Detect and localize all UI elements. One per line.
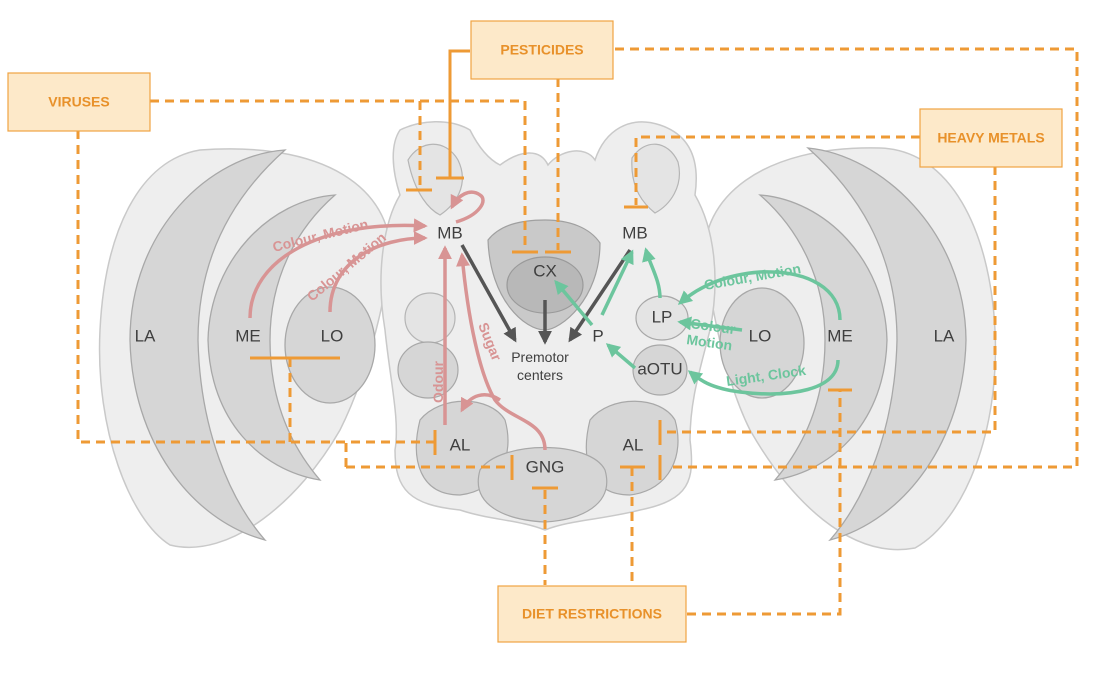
label-p: P: [592, 326, 603, 345]
label-la-left: LA: [135, 326, 156, 345]
label-me-right: ME: [827, 326, 853, 345]
label-aotu: aOTU: [637, 359, 682, 378]
stressor-diet-restrictions: DIET RESTRICTIONS: [497, 585, 687, 643]
label-lo-left: LO: [321, 326, 344, 345]
stressor-pesticides-label: PESTICIDES: [500, 42, 583, 58]
stressor-viruses-label: VIRUSES: [48, 94, 109, 110]
label-mb-left: MB: [437, 223, 463, 242]
label-al-left: AL: [450, 435, 471, 454]
pathway-odour: Odour: [430, 360, 446, 403]
label-lp: LP: [652, 307, 673, 326]
region-labels: LA ME LO MB AL GNG CX Premotor centers P…: [135, 223, 955, 476]
stressor-heavy-metals-label: HEAVY METALS: [937, 130, 1044, 146]
stressor-heavy-metals: HEAVY METALS: [919, 108, 1063, 168]
label-mb-right: MB: [622, 223, 648, 242]
label-la-right: LA: [934, 326, 955, 345]
stressor-viruses: VIRUSES: [7, 72, 151, 132]
label-centers: centers: [517, 367, 563, 383]
pathway-motion: Motion: [686, 331, 734, 353]
label-al-right: AL: [623, 435, 644, 454]
stressor-diet-restrictions-label: DIET RESTRICTIONS: [522, 606, 662, 622]
neuropils: [129, 143, 967, 542]
pathway-arrows: [248, 190, 842, 451]
label-lo-right: LO: [749, 326, 772, 345]
label-me-left: ME: [235, 326, 261, 345]
label-cx: CX: [533, 261, 557, 280]
pathway-colour: Colour: [690, 315, 737, 337]
label-premotor: Premotor: [511, 349, 569, 365]
label-gng: GNG: [526, 457, 565, 476]
stressor-pesticides: PESTICIDES: [470, 20, 614, 80]
inhibition-lines: [76, 47, 1079, 616]
